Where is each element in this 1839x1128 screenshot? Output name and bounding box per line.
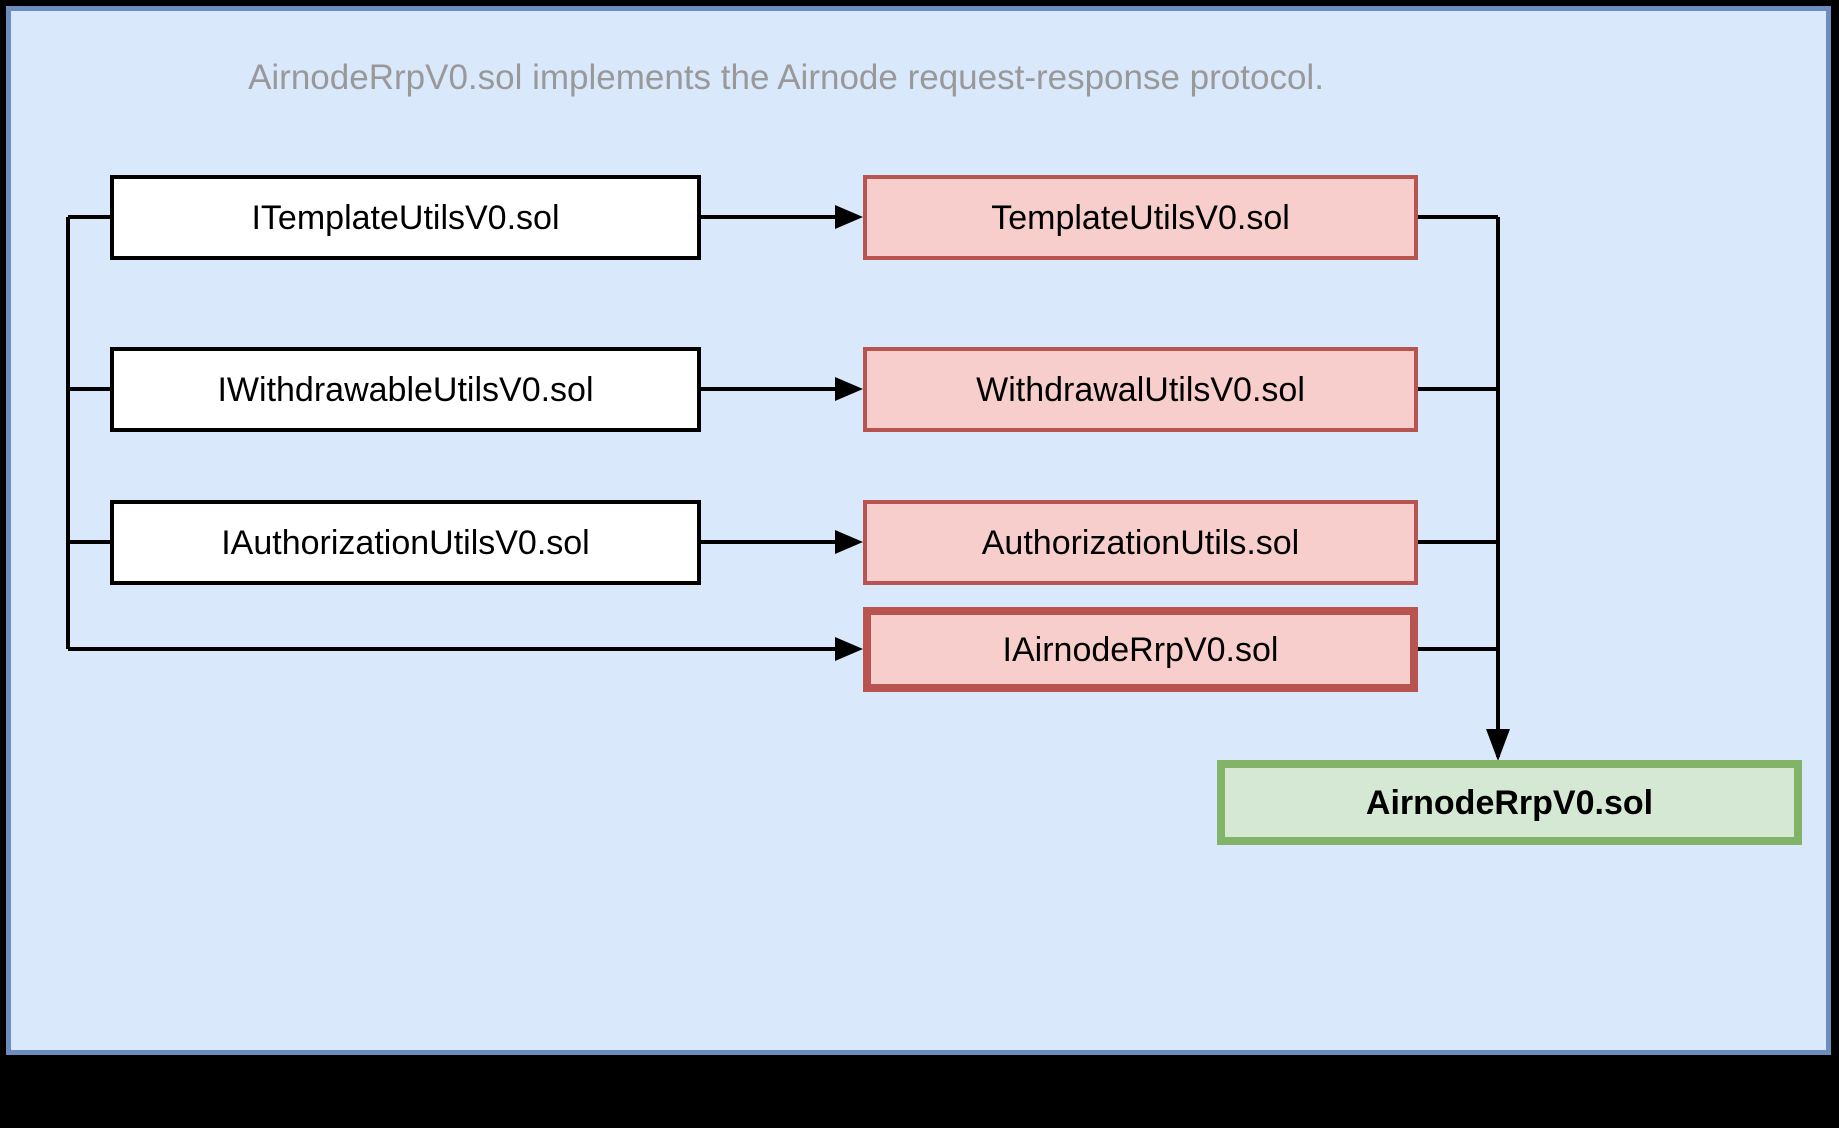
arrowhead-itemplate-to-template [835, 205, 863, 229]
node-label: ITemplateUtilsV0.sol [251, 198, 560, 237]
node-label: TemplateUtilsV0.sol [991, 198, 1290, 237]
node-iwithdrawableutilsv0[interactable]: IWithdrawableUtilsV0.sol [110, 347, 701, 432]
node-iauthorizationutilsv0[interactable]: IAuthorizationUtilsV0.sol [110, 500, 701, 585]
node-label: IAuthorizationUtilsV0.sol [221, 523, 590, 562]
node-airnoderrpv0[interactable]: AirnodeRrpV0.sol [1217, 760, 1802, 845]
node-label: IAirnodeRrpV0.sol [1002, 630, 1279, 669]
node-label: AuthorizationUtils.sol [981, 523, 1300, 562]
arrowhead-bus-to-iairnoderrp [835, 637, 863, 661]
node-label: WithdrawalUtilsV0.sol [976, 370, 1305, 409]
node-label: IWithdrawableUtilsV0.sol [217, 370, 594, 409]
arrowhead-into-airnoderrp [1486, 729, 1510, 761]
diagram-title: AirnodeRrpV0.sol implements the Airnode … [248, 58, 1324, 97]
node-templateutilsv0[interactable]: TemplateUtilsV0.sol [863, 175, 1418, 260]
arrowhead-iauthorization-to-authorization [835, 530, 863, 554]
node-label: AirnodeRrpV0.sol [1365, 783, 1654, 822]
node-withdrawalutilsv0[interactable]: WithdrawalUtilsV0.sol [863, 347, 1418, 432]
node-itemplateutilsv0[interactable]: ITemplateUtilsV0.sol [110, 175, 701, 260]
arrowhead-iwithdrawable-to-withdrawal [835, 377, 863, 401]
node-iairnoderrpv0[interactable]: IAirnodeRrpV0.sol [863, 607, 1418, 692]
diagram-panel: AirnodeRrpV0.sol implements the Airnode … [6, 6, 1831, 1055]
node-authorizationutils[interactable]: AuthorizationUtils.sol [863, 500, 1418, 585]
diagram-canvas: AirnodeRrpV0.sol implements the Airnode … [11, 11, 1826, 1050]
